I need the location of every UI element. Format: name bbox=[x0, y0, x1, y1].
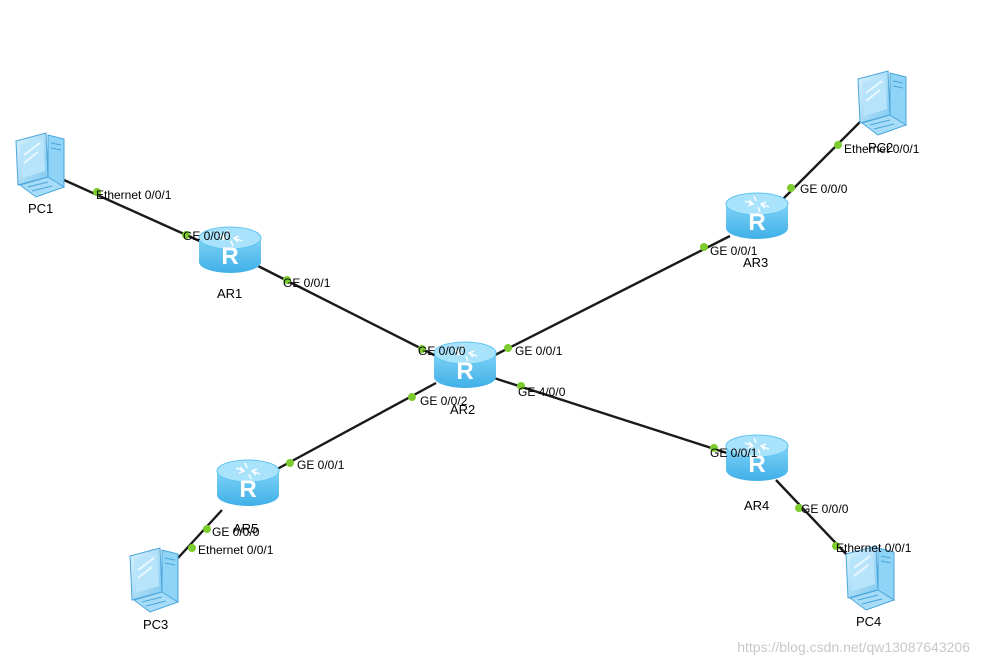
port-dot bbox=[504, 344, 512, 352]
pc-pc3[interactable] bbox=[129, 547, 179, 613]
pc2-label: PC2 bbox=[868, 140, 893, 155]
pc-pc1[interactable] bbox=[15, 132, 65, 198]
port-label-ar5-g0: GE 0/0/0 bbox=[212, 525, 260, 539]
pc1-label: PC1 bbox=[28, 201, 53, 216]
ar1-label: AR1 bbox=[217, 286, 242, 301]
port-label-ar4-g0: GE 0/0/0 bbox=[801, 502, 849, 516]
pc-icon bbox=[845, 545, 895, 611]
port-label-ar3-g1: GE 0/0/1 bbox=[710, 244, 758, 258]
ar5-label: AR5 bbox=[233, 521, 258, 536]
router-ar5[interactable] bbox=[216, 459, 280, 507]
port-label-pc3-eth: Ethernet 0/0/1 bbox=[198, 543, 274, 557]
pc3-label: PC3 bbox=[143, 617, 168, 632]
router-icon bbox=[725, 192, 789, 240]
port-label-ar2-g1: GE 0/0/1 bbox=[515, 344, 563, 358]
port-label-ar2-g0: GE 0/0/0 bbox=[418, 344, 466, 358]
ar4-label: AR4 bbox=[744, 498, 769, 513]
port-dot bbox=[182, 231, 190, 239]
port-dot bbox=[203, 525, 211, 533]
links bbox=[63, 119, 863, 559]
port-label-ar3-g0: GE 0/0/0 bbox=[800, 182, 848, 196]
pc-pc2[interactable] bbox=[857, 70, 907, 136]
router-icon bbox=[216, 459, 280, 507]
link-ar3-pc2[interactable] bbox=[781, 119, 863, 201]
port-dot bbox=[283, 276, 291, 284]
router-ar3[interactable] bbox=[725, 192, 789, 240]
port-dot bbox=[834, 141, 842, 149]
port-dot bbox=[93, 188, 101, 196]
pc-icon bbox=[129, 547, 179, 613]
port-dot bbox=[408, 393, 416, 401]
port-label-ar1-g0: GE 0/0/0 bbox=[183, 229, 231, 243]
pc-pc4[interactable] bbox=[845, 545, 895, 611]
port-label-ar2-g4: GE 4/0/0 bbox=[518, 385, 566, 399]
port-label-ar2-g2: GE 0/0/2 bbox=[420, 394, 468, 408]
port-label-pc4-eth: Ethernet 0/0/1 bbox=[836, 541, 912, 555]
port-dot bbox=[286, 459, 294, 467]
pc-icon bbox=[15, 132, 65, 198]
link-ar2-ar5[interactable] bbox=[267, 381, 437, 476]
port-label-pc2-eth: Ethernet 0/0/1 bbox=[844, 142, 920, 156]
port-dot bbox=[795, 504, 803, 512]
port-dot bbox=[517, 382, 525, 390]
port-label-ar5-g1: GE 0/0/1 bbox=[297, 458, 345, 472]
link-ar5-pc3[interactable] bbox=[177, 509, 223, 559]
pc-icon bbox=[857, 70, 907, 136]
ar3-label: AR3 bbox=[743, 255, 768, 270]
port-dot bbox=[832, 542, 840, 550]
port-dot bbox=[710, 444, 718, 452]
port-dot bbox=[700, 243, 708, 251]
pc4-label: PC4 bbox=[856, 614, 881, 629]
link-pc1-ar1[interactable] bbox=[63, 178, 205, 245]
port-label-ar4-g1: GE 0/0/1 bbox=[710, 446, 758, 460]
port-dot bbox=[188, 544, 196, 552]
link-ar2-ar4[interactable] bbox=[493, 376, 731, 456]
ar2-label: AR2 bbox=[450, 402, 475, 417]
link-ar2-ar3[interactable] bbox=[494, 234, 731, 357]
port-dot bbox=[787, 184, 795, 192]
watermark: https://blog.csdn.net/qw13087643206 bbox=[737, 639, 970, 655]
port-label-pc1-eth: Ethernet 0/0/1 bbox=[96, 188, 172, 202]
port-dot bbox=[418, 345, 426, 353]
port-dots bbox=[93, 141, 842, 552]
port-label-ar1-g1: GE 0/0/1 bbox=[283, 276, 331, 290]
